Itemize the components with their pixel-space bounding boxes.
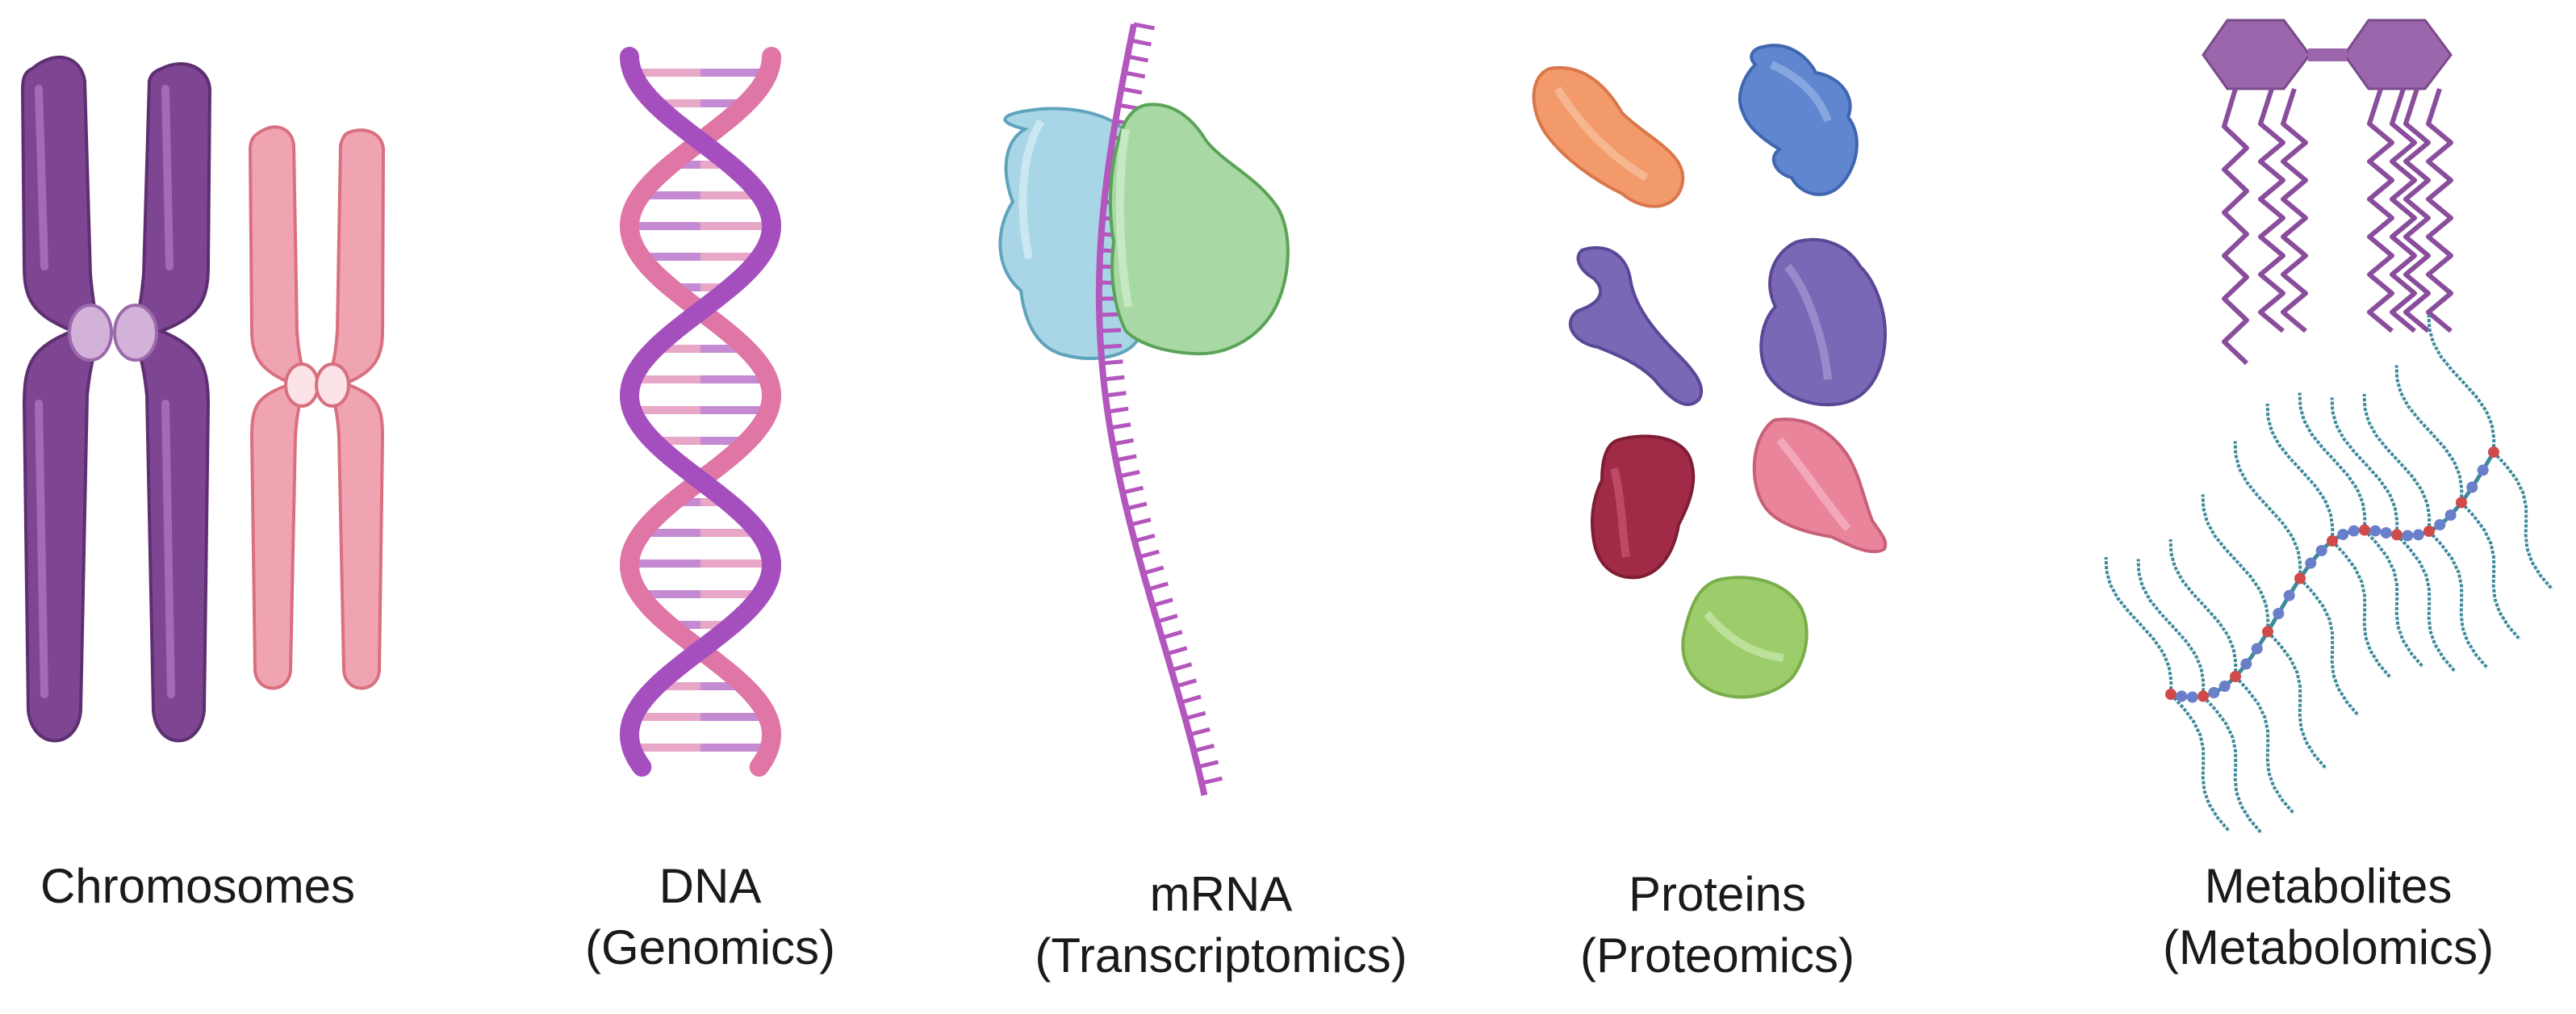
polymer-nodes [2165, 446, 2499, 703]
protein-green [1681, 576, 1809, 699]
label-mrna-line1: mRNA [1149, 867, 1293, 921]
label-metabolites-line2: (Metabolomics) [2162, 920, 2494, 974]
label-metabolites-line1: Metabolites [2204, 859, 2453, 913]
polymer-branches [2104, 314, 2554, 835]
label-mrna: mRNA (Transcriptomics) [1035, 864, 1407, 987]
protein-orange [1532, 65, 1685, 208]
label-chromosomes-line1: Chromosomes [40, 859, 356, 913]
polymer-chain [2104, 314, 2554, 835]
lipid-tails [2222, 88, 2453, 366]
label-proteins: Proteins (Proteomics) [1580, 864, 1855, 987]
ribosome-small-subunit [998, 107, 1140, 360]
label-dna-line2: (Genomics) [584, 920, 836, 974]
protein-purple-large [1759, 237, 1887, 407]
protein-blue [1738, 44, 1859, 196]
dna-strand-purple [619, 47, 782, 777]
metabolite-icon [2104, 19, 2554, 835]
label-dna-line1: DNA [659, 859, 762, 913]
protein-purple-small [1568, 245, 1704, 406]
label-mrna-line2: (Transcriptomics) [1035, 928, 1407, 983]
large-chromosome [20, 55, 212, 743]
label-proteins-line1: Proteins [1628, 867, 1807, 921]
protein-crimson [1591, 434, 1696, 580]
protein-icon [1532, 44, 1888, 699]
label-proteins-line2: (Proteomics) [1579, 928, 1855, 983]
lipid-molecule [2202, 19, 2453, 366]
mrna-ribosome-icon [998, 22, 1290, 796]
protein-pink [1752, 417, 1888, 554]
small-chromosome [248, 125, 386, 690]
label-chromosomes: Chromosomes [40, 856, 355, 917]
label-dna: DNA (Genomics) [585, 856, 835, 978]
chromosome-icon [20, 55, 386, 743]
dna-helix-icon [619, 47, 782, 777]
label-metabolites: Metabolites (Metabolomics) [2163, 856, 2494, 978]
ribosome-large-subunit [1109, 103, 1290, 356]
